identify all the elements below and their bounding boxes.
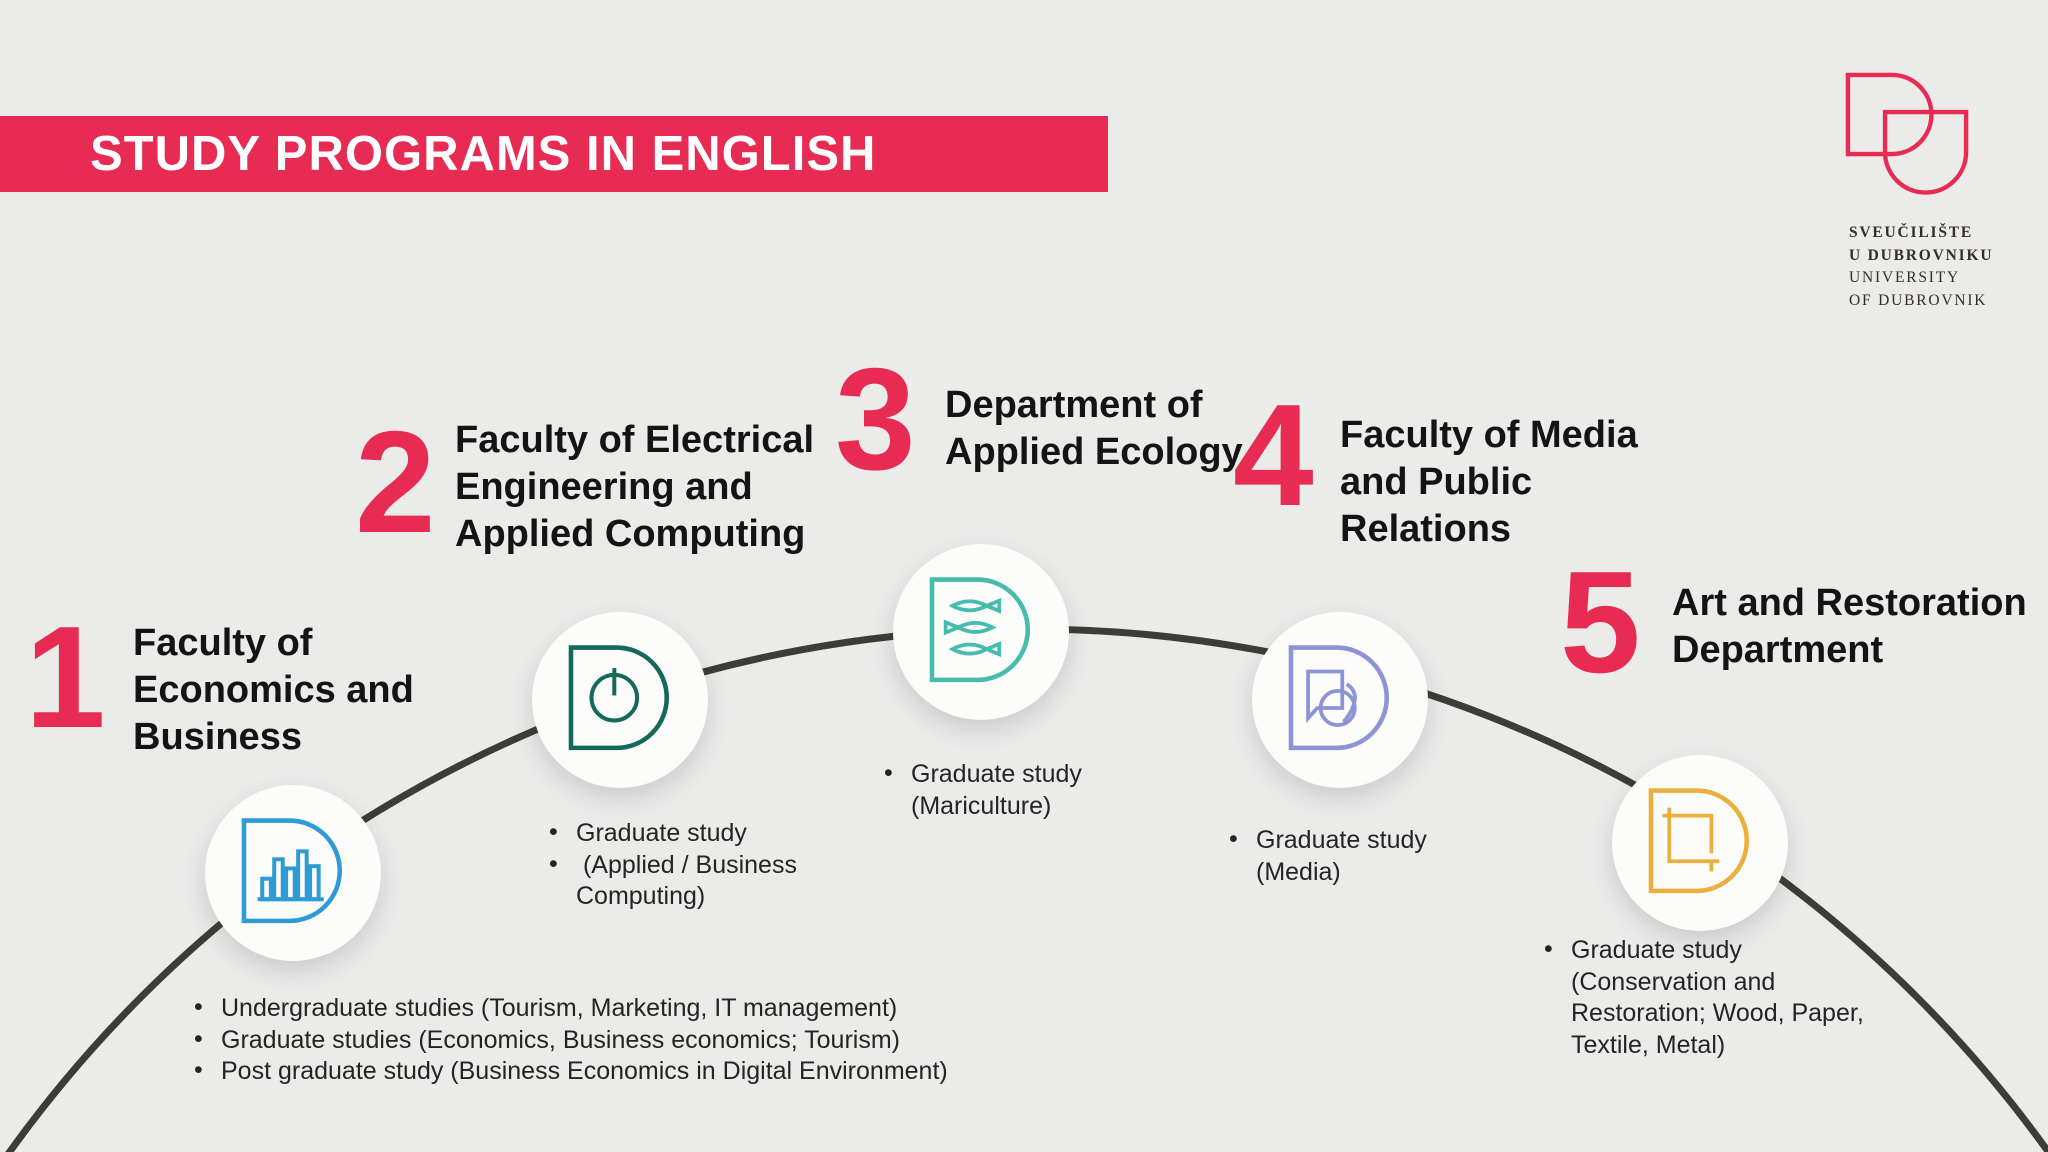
logo-line-1: SVEUČILIŠTE [1849,224,1974,241]
section-4-icon-circle [1252,612,1428,788]
section-4-number: 4 [1233,374,1314,536]
crop-d-icon [1648,788,1749,894]
bullet-item: Graduate study [540,817,820,850]
university-logo-icon [1845,72,1969,195]
bullet-item: Graduate study (Mariculture) [875,758,1110,822]
logo-line-4: OF DUBROVNIK [1849,291,1988,309]
section-3-title: Department of Applied Ecology [945,384,1243,473]
section-1-icon-circle [205,785,381,961]
section-5-icon-circle [1612,755,1788,931]
bullet-item: Graduate study (Conservation and Restora… [1535,934,1875,1061]
logo-line-3: UNIVERSITY [1849,269,1960,286]
page-title: STUDY PROGRAMS IN ENGLISH [90,127,877,181]
logo-line-2: U DUBROVNIKU [1849,246,1994,264]
section-5-number: 5 [1560,541,1641,703]
media-d-icon [1288,645,1389,751]
title-banner: STUDY PROGRAMS IN ENGLISH [0,116,1108,192]
section-5-bullets: Graduate study (Conservation and Restora… [1535,934,1875,1061]
section-4-title: Faculty of Media and Public Relations [1340,414,1638,550]
bullet-item: Graduate study (Media) [1220,824,1465,888]
bullet-item: Graduate studies (Economics, Business ec… [185,1024,1105,1057]
university-logo-text: SVEUČILIŠTE U DUBROVNIKU UNIVERSITY OF D… [1849,222,2019,312]
fish-d-icon [929,577,1030,683]
section-2-number: 2 [355,401,436,563]
section-2-bullets: Graduate study (Applied / Business Compu… [540,817,820,913]
section-1-title: Faculty of Economics and Business [133,622,414,758]
section-4-bullets: Graduate study (Media) [1220,824,1465,888]
bullet-item: Post graduate study (Business Economics … [185,1055,1105,1088]
bar-chart-d-icon [241,818,342,924]
bullet-item: (Applied / Business Computing) [540,849,820,913]
section-3-bullets: Graduate study (Mariculture) [875,758,1110,822]
section-1-number: 1 [25,596,106,758]
bullet-item: Undergraduate studies (Tourism, Marketin… [185,992,1105,1025]
section-3-number: 3 [835,338,916,500]
section-2-icon-circle [532,612,708,788]
power-d-icon [568,645,669,751]
section-1-bullets: Undergraduate studies (Tourism, Marketin… [185,992,1105,1088]
section-5-title: Art and Restoration Department [1672,582,2027,671]
section-2-title: Faculty of Electrical Engineering and Ap… [455,419,815,555]
section-3-icon-circle [893,544,1069,720]
